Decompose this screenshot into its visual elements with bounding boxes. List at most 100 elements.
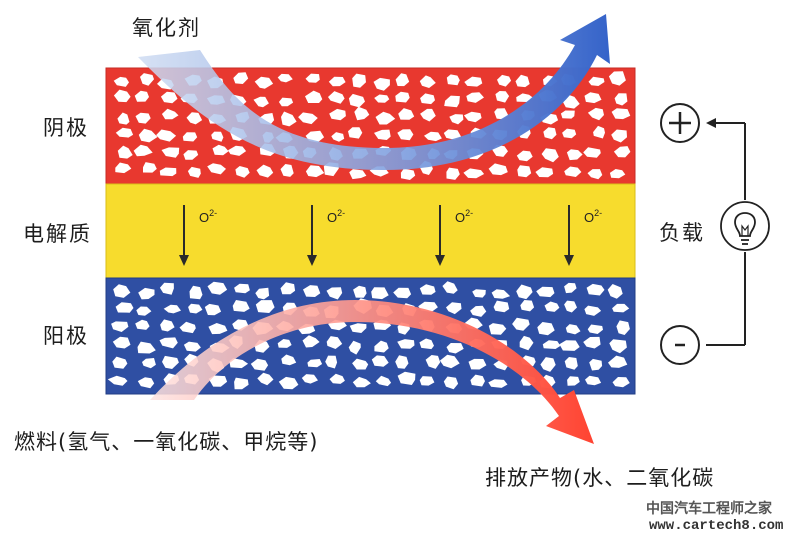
pore-shape [348,340,361,355]
pore-shape [612,303,630,313]
pore-shape [352,73,366,88]
pore-shape [494,108,509,120]
pore-shape [395,91,410,103]
pore-shape [397,371,416,385]
pore-shape [419,338,434,350]
pore-shape [488,323,507,335]
pore-shape [420,108,436,122]
pore-shape [612,377,630,388]
pore-shape [183,150,199,160]
pore-shape [137,377,155,389]
pore-shape [488,163,508,176]
pore-shape [463,168,485,179]
pore-shape [331,132,345,142]
pore-shape [439,354,460,369]
pore-shape [611,108,631,120]
load-label: 负载 [659,221,705,245]
pore-shape [256,164,274,178]
pore-shape [512,317,530,331]
cathode-label: 阴极 [43,116,89,140]
pore-shape [277,339,292,348]
pore-shape [567,376,580,386]
pore-shape [583,336,601,349]
pore-shape [235,166,250,178]
pore-shape [305,90,323,103]
pore-shape [535,167,554,178]
pore-shape [232,300,250,312]
pore-shape [515,74,530,88]
watermark-url: www.cartech8.com [649,518,784,534]
pore-shape [587,169,603,180]
pore-shape [559,340,580,351]
pore-shape [544,301,560,312]
ion-label: O2- [199,208,217,225]
pore-shape [277,73,293,83]
pore-shape [536,286,555,298]
pore-shape [189,285,203,300]
pore-shape [607,284,623,299]
pore-shape [585,375,602,386]
pore-shape [560,110,575,119]
pore-shape [162,355,179,369]
anode-label: 阳极 [43,324,89,348]
pore-shape [278,376,299,390]
pore-shape [305,73,320,83]
ion-label: O2- [455,208,473,225]
pore-shape [584,92,602,104]
pore-shape [589,358,603,371]
pore-shape [614,93,628,106]
pore-shape [159,337,178,349]
pore-shape [133,144,153,157]
pore-shape [326,287,343,300]
pore-shape [443,129,462,140]
ion-arrow-icon [564,255,574,266]
pore-shape [466,92,484,103]
pore-shape [419,75,436,88]
pore-shape [374,340,389,353]
external-circuit [706,122,746,346]
pore-shape [446,167,460,180]
pore-shape [281,111,297,127]
pore-shape [115,162,132,174]
pore-shape [159,282,174,295]
pore-shape [187,166,201,178]
pore-shape [373,77,390,91]
pore-shape [137,341,156,354]
pore-shape [371,287,389,300]
pore-shape [564,166,582,177]
pore-shape [113,89,131,103]
pore-shape [463,111,482,123]
pore-shape [609,339,627,354]
pore-shape [115,127,134,138]
pore-shape [280,164,294,177]
pore-shape [301,374,318,384]
pore-shape [608,355,628,368]
pore-shape [398,108,415,120]
pore-shape [449,114,464,125]
pore-shape [616,320,630,335]
pore-shape [425,355,441,369]
pore-shape [257,372,274,386]
pore-shape [281,354,297,366]
pore-shape [329,373,345,384]
pore-shape [352,358,369,370]
pore-shape [134,90,149,102]
pore-shape [233,72,249,84]
pore-shape [583,147,601,158]
pore-shape [516,284,533,300]
pore-shape [303,285,321,297]
pore-shape [374,94,390,103]
pore-shape [564,282,577,294]
lightbulb-icon [720,201,770,251]
pore-shape [326,336,343,349]
pore-shape [491,289,511,299]
exhaust-label: 排放产物(水、二氧化碳 [485,466,715,490]
pore-shape [112,356,128,369]
pore-shape [234,377,249,390]
pore-shape [349,169,367,180]
pore-shape [374,129,391,140]
pore-shape [352,376,371,388]
pore-shape [588,76,605,86]
pore-shape [371,355,389,367]
